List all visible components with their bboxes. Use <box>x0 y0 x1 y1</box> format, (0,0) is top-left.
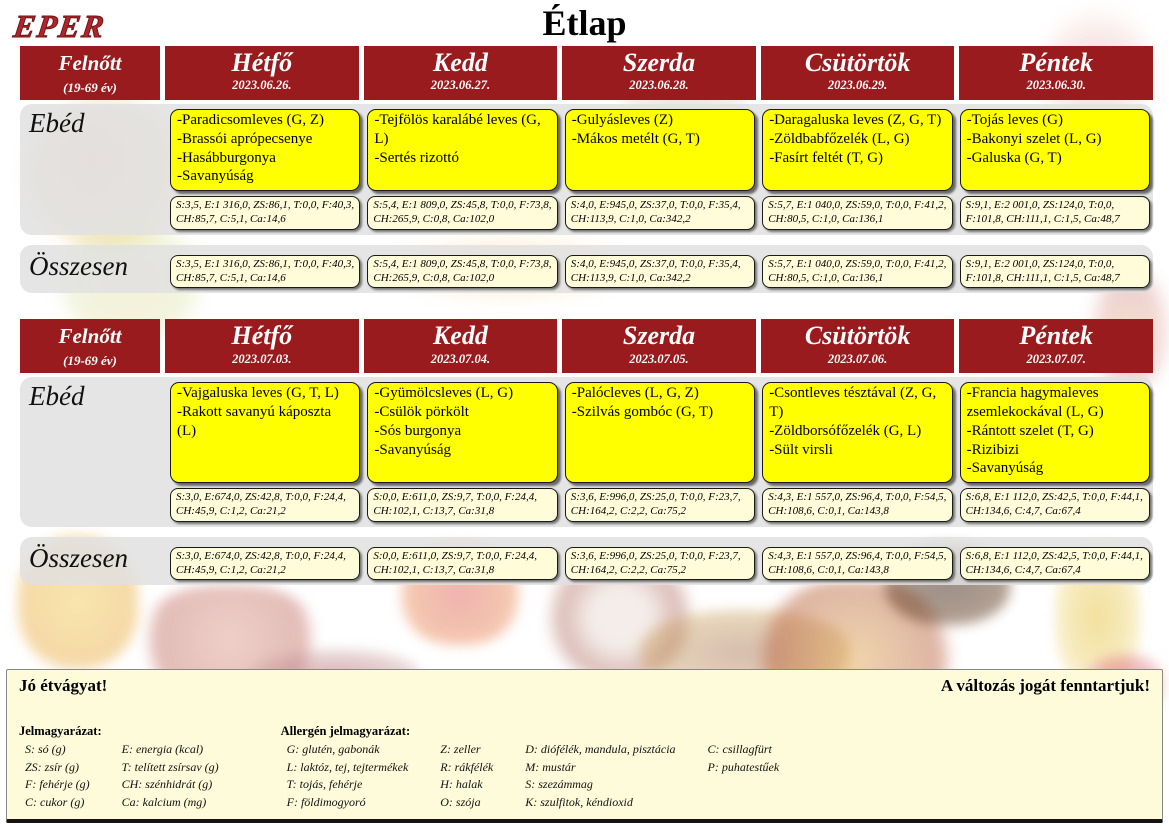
menu-card: -Csontleves tésztával (Z, G, T) -Zöldbor… <box>762 382 953 484</box>
day-header-wednesday: Szerda 2023.07.05. <box>562 319 756 374</box>
legend-nutrition-title: Jelmagyarázat: <box>19 724 102 739</box>
week-1-lunch-row: Ebéd -Paradicsomleves (G, Z) -Brassói ap… <box>20 104 1153 235</box>
week-1-total-row: Összesen S:3,5, E:1 316,0, ZS:86,1, T:0,… <box>20 244 1153 294</box>
nutrition-strip: S:6,8, E:1 112,0, ZS:42,5, T:0,0, F:44,1… <box>959 488 1150 522</box>
total-label: Összesen <box>29 543 128 574</box>
lunch-cell: -Paradicsomleves (G, Z) -Brassói aprópec… <box>170 109 361 230</box>
day-header-monday: Hétfő 2023.07.03. <box>165 319 359 374</box>
lunch-cell: -Daragaluska leves (Z, G, T) -Zöldbabfőz… <box>762 109 953 230</box>
page-title: Étlap <box>542 3 627 43</box>
menu-card: -Tojás leves (G) -Bakonyi szelet (L, G) … <box>959 109 1150 192</box>
age-group-range: (19-69 év) <box>63 353 117 369</box>
top-bar: EPER Étlap <box>0 0 1169 46</box>
day-header-friday: Péntek 2023.06.30. <box>959 46 1153 101</box>
lunch-cell: -Tejfölös karalábé leves (G, L) -Sertés … <box>367 109 558 230</box>
nutrition-strip: S:0,0, E:611,0, ZS:9,7, T:0,0, F:24,4, C… <box>367 488 558 522</box>
footer-top-row: Jó étvágyat! A változás jogát fenntartju… <box>19 676 1150 696</box>
legend-allergen-col3: D: diófélék, mandula, pisztácia M: mustá… <box>525 742 676 809</box>
nutrition-strip: S:4,3, E:1 557,0, ZS:96,4, T:0,0, F:54,5… <box>762 488 953 522</box>
week-2-total-row: Összesen S:3,0, E:674,0, ZS:42,8, T:0,0,… <box>20 536 1153 586</box>
age-group-range: (19-69 év) <box>63 80 117 96</box>
menu-card: -Daragaluska leves (Z, G, T) -Zöldbabfőz… <box>762 109 953 192</box>
legend-allergen-col1: G: glutén, gabonák L: laktóz, tej, tejte… <box>286 742 409 809</box>
lunch-cell: -Gyümölcsleves (L, G) -Csülök pörkölt -S… <box>367 382 558 522</box>
age-group-header: Felnőtt (19-69 év) <box>20 319 160 374</box>
lunch-cell: -Vajgaluska leves (G, T, L) -Rakott sava… <box>170 382 361 522</box>
total-cell: S:3,5, E:1 316,0, ZS:86,1, T:0,0, F:40,3… <box>170 250 361 289</box>
menu-card: -Francia hagymaleves zsemlekockával (L, … <box>959 382 1150 484</box>
legend-allergen-title: Allergén jelmagyarázat: <box>280 724 411 739</box>
lunch-cell: -Palócleves (L, G, Z) -Szilvás gombóc (G… <box>564 382 756 522</box>
legend-area: Jelmagyarázat: S: só (g) ZS: zsír (g) F:… <box>19 724 1150 811</box>
day-header-wednesday: Szerda 2023.06.28. <box>562 46 756 101</box>
age-group-label: Felnőtt <box>58 324 122 349</box>
total-cell: S:0,0, E:611,0, ZS:9,7, T:0,0, F:24,4, C… <box>367 542 558 581</box>
age-group-label: Felnőtt <box>58 51 122 75</box>
day-header-monday: Hétfő 2023.06.26. <box>165 46 359 101</box>
day-header-tuesday: Kedd 2023.06.27. <box>363 46 558 101</box>
total-strip: S:9,1, E:2 001,0, ZS:124,0, T:0,0, F:101… <box>959 254 1150 289</box>
total-strip: S:5,4, E:1 809,0, ZS:45,8, T:0,0, F:73,8… <box>367 254 558 289</box>
footer-panel: Jó étvágyat! A változás jogát fenntartju… <box>6 669 1163 823</box>
total-strip: S:3,6, E:996,0, ZS:25,0, T:0,0, F:23,7, … <box>564 546 756 581</box>
total-strip: S:4,3, E:1 557,0, ZS:96,4, T:0,0, F:54,5… <box>762 546 953 581</box>
menu-card: -Palócleves (L, G, Z) -Szilvás gombóc (G… <box>564 382 756 484</box>
legend-allergen-col2: Z: zeller R: rákfélék H: halak O: szója <box>440 742 494 809</box>
total-strip: S:0,0, E:611,0, ZS:9,7, T:0,0, F:24,4, C… <box>367 546 558 581</box>
nutrition-strip: S:3,6, E:996,0, ZS:25,0, T:0,0, F:23,7, … <box>564 488 756 522</box>
total-cell: S:4,3, E:1 557,0, ZS:96,4, T:0,0, F:54,5… <box>762 542 953 581</box>
day-header-tuesday: Kedd 2023.07.04. <box>363 319 558 374</box>
legend-nutrition-col2: E: energia (kcal) T: telített zsírsav (g… <box>121 742 219 809</box>
total-cell: S:9,1, E:2 001,0, ZS:124,0, T:0,0, F:101… <box>959 250 1150 289</box>
week-2-header-row: Felnőtt (19-69 év) Hétfő 2023.07.03. Ked… <box>20 319 1153 374</box>
menu-card: -Tejfölös karalábé leves (G, L) -Sertés … <box>367 109 558 192</box>
week-2-lunch-row: Ebéd -Vajgaluska leves (G, T, L) -Rakott… <box>20 377 1153 527</box>
menu-card: -Vajgaluska leves (G, T, L) -Rakott sava… <box>170 382 361 484</box>
lunch-cell: -Francia hagymaleves zsemlekockával (L, … <box>959 382 1150 522</box>
nutrition-strip: S:5,7, E:1 040,0, ZS:59,0, T:0,0, F:41,2… <box>762 196 953 230</box>
legend-allergen: Allergén jelmagyarázat: G: glutén, gabon… <box>281 724 780 811</box>
nutrition-strip: S:9,1, E:2 001,0, ZS:124,0, T:0,0, F:101… <box>959 196 1150 230</box>
total-cell: S:5,4, E:1 809,0, ZS:45,8, T:0,0, F:73,8… <box>367 250 558 289</box>
nutrition-strip: S:3,0, E:674,0, ZS:42,8, T:0,0, F:24,4, … <box>170 488 361 522</box>
menu-card: -Gyümölcsleves (L, G) -Csülök pörkölt -S… <box>367 382 558 484</box>
day-header-thursday: Csütörtök 2023.06.29. <box>760 46 955 101</box>
total-cell: S:5,7, E:1 040,0, ZS:59,0, T:0,0, F:41,2… <box>762 250 953 289</box>
legend-allergen-col4: C: csillagfürt P: puhatestűek <box>707 742 780 774</box>
total-label: Összesen <box>29 251 128 282</box>
total-cell: S:6,8, E:1 112,0, ZS:42,5, T:0,0, F:44,1… <box>959 542 1150 581</box>
total-strip: S:3,0, E:674,0, ZS:42,8, T:0,0, F:24,4, … <box>170 546 361 581</box>
total-strip: S:6,8, E:1 112,0, ZS:42,5, T:0,0, F:44,1… <box>959 546 1150 581</box>
lunch-cell: -Csontleves tésztával (Z, G, T) -Zöldbor… <box>762 382 953 522</box>
total-strip: S:5,7, E:1 040,0, ZS:59,0, T:0,0, F:41,2… <box>762 254 953 289</box>
lunch-cell: -Tojás leves (G) -Bakonyi szelet (L, G) … <box>959 109 1150 230</box>
change-rights-text: A változás jogát fenntartjuk! <box>940 676 1150 696</box>
day-header-thursday: Csütörtök 2023.07.06. <box>760 319 955 374</box>
menu-card: -Paradicsomleves (G, Z) -Brassói aprópec… <box>170 109 361 192</box>
day-header-friday: Péntek 2023.07.07. <box>959 319 1153 374</box>
meal-label: Ebéd <box>29 381 85 412</box>
week-2-table: Felnőtt (19-69 év) Hétfő 2023.07.03. Ked… <box>0 319 1169 586</box>
background-food-band <box>0 585 1169 669</box>
meal-label: Ebéd <box>29 108 85 139</box>
lunch-cell: -Gulyásleves (Z) -Mákos metélt (G, T) S:… <box>564 109 756 230</box>
legend-nutrition-col1: S: só (g) ZS: zsír (g) F: fehérje (g) C:… <box>25 742 90 809</box>
legend-nutrition: Jelmagyarázat: S: só (g) ZS: zsír (g) F:… <box>19 724 219 811</box>
week-1-header-row: Felnőtt (19-69 év) Hétfő 2023.06.26. Ked… <box>20 46 1153 101</box>
total-cell: S:3,6, E:996,0, ZS:25,0, T:0,0, F:23,7, … <box>564 542 756 581</box>
nutrition-strip: S:4,0, E:945,0, ZS:37,0, T:0,0, F:35,4, … <box>564 196 756 230</box>
bon-appetit-text: Jó étvágyat! <box>19 676 108 696</box>
week-1-table: Felnőtt (19-69 év) Hétfő 2023.06.26. Ked… <box>0 46 1169 294</box>
total-strip: S:3,5, E:1 316,0, ZS:86,1, T:0,0, F:40,3… <box>170 254 361 289</box>
menu-card: -Gulyásleves (Z) -Mákos metélt (G, T) <box>564 109 756 192</box>
nutrition-strip: S:5,4, E:1 809,0, ZS:45,8, T:0,0, F:73,8… <box>367 196 558 230</box>
nutrition-strip: S:3,5, E:1 316,0, ZS:86,1, T:0,0, F:40,3… <box>170 196 361 230</box>
total-cell: S:3,0, E:674,0, ZS:42,8, T:0,0, F:24,4, … <box>170 542 361 581</box>
total-cell: S:4,0, E:945,0, ZS:37,0, T:0,0, F:35,4, … <box>564 250 756 289</box>
age-group-header: Felnőtt (19-69 év) <box>20 46 160 101</box>
total-strip: S:4,0, E:945,0, ZS:37,0, T:0,0, F:35,4, … <box>564 254 756 289</box>
